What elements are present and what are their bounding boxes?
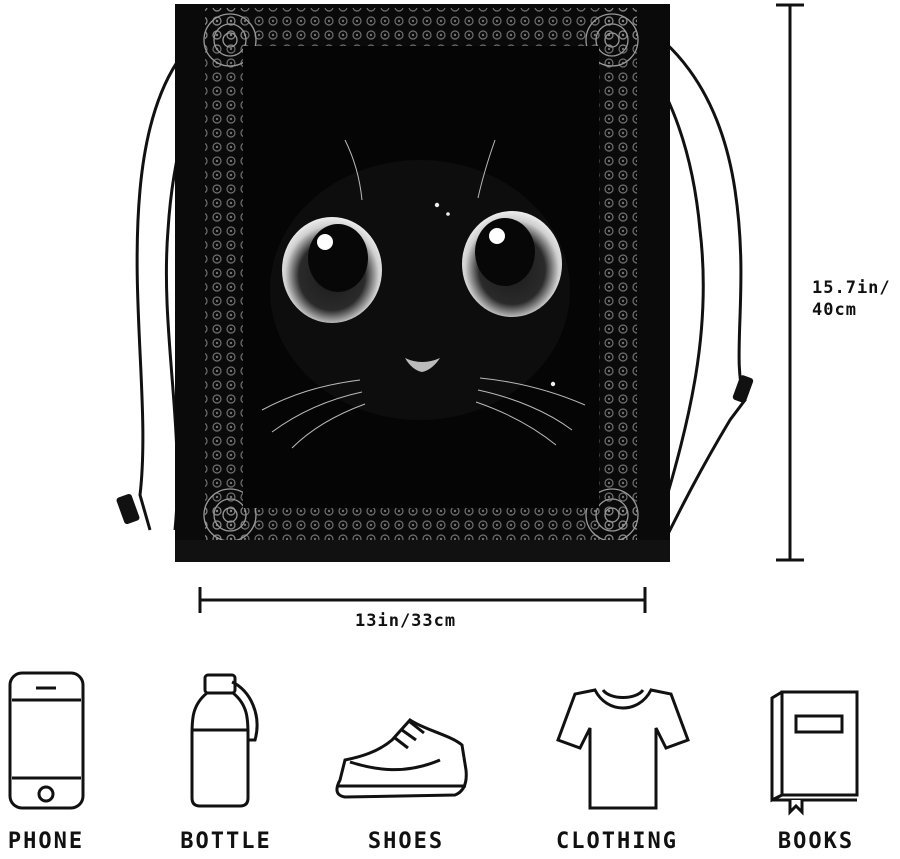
height-dimension-line	[776, 3, 804, 562]
item-label-bottle: BOTTLE	[180, 829, 272, 854]
item-label-phone: PHONE	[7, 829, 85, 854]
height-label-bottom: 40cm	[812, 300, 857, 320]
item-label-clothing: CLOTHING	[556, 829, 678, 854]
cord-end-right	[732, 375, 754, 403]
width-dimension-line	[198, 587, 647, 613]
cord-end-left	[116, 493, 140, 525]
bottle-icon	[190, 673, 259, 808]
book-icon	[770, 690, 859, 816]
shoe-icon	[335, 718, 468, 799]
phone-icon	[8, 671, 85, 810]
item-label-books: BOOKS	[777, 829, 855, 854]
lace-border	[203, 8, 639, 546]
item-label-shoes: SHOES	[367, 829, 445, 854]
cat-nose	[405, 358, 440, 372]
width-label: 13in/33cm	[355, 611, 457, 631]
bag-hem	[175, 540, 670, 562]
height-label-top: 15.7in/	[812, 278, 891, 298]
tshirt-icon	[556, 688, 690, 810]
cat-face	[261, 139, 586, 449]
